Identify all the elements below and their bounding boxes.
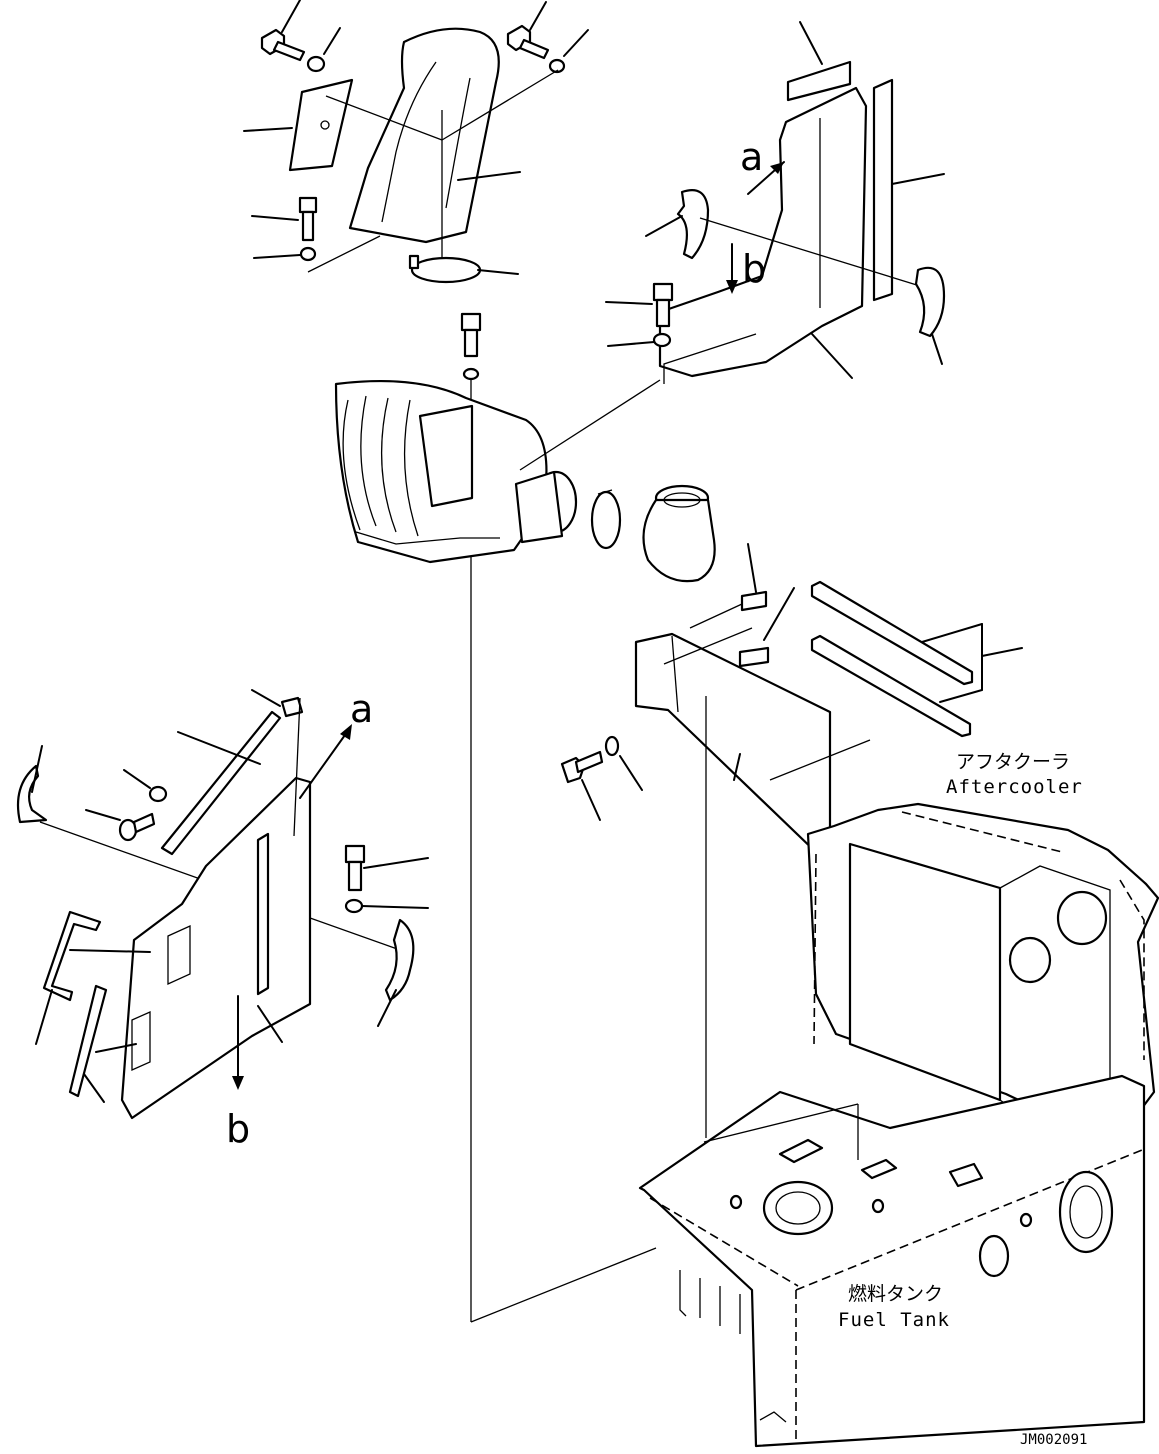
clamp-mid (590, 489, 622, 550)
arrow-a-top: a (740, 135, 785, 195)
arrow-b-top: b (726, 243, 766, 294)
seal-strip-left-diag (160, 710, 282, 856)
bolt-left-1 (251, 196, 318, 242)
aftercooler (806, 802, 1159, 1134)
bolt-left-3 (344, 844, 429, 892)
aftercooler-label-jp: アフタクーラ (956, 751, 1070, 773)
bolt-top-mid (506, 1, 550, 60)
washer-left-2 (123, 769, 168, 803)
svg-text:a: a (350, 687, 373, 731)
hook-right-top (914, 266, 946, 365)
washer-right-1 (607, 332, 672, 348)
fuel-tank-label-jp: 燃料タンク (848, 1283, 943, 1305)
cover-plate (243, 78, 354, 172)
washer-top-left (306, 27, 341, 73)
washer-left-1 (253, 235, 381, 273)
block-seal-2 (738, 587, 795, 668)
bolt-plate (560, 750, 604, 821)
shroud-bracket (658, 86, 868, 384)
drawing-id: JM002091 (1020, 1432, 1087, 1448)
hook-right-left (377, 918, 415, 1027)
bolt-left-2 (85, 809, 156, 842)
hook-left-top (645, 189, 921, 287)
seal-strip-long-2 (810, 623, 1023, 738)
u-channel-seal (35, 910, 151, 1045)
air-cleaner (334, 379, 661, 564)
side-shroud (120, 697, 312, 1120)
arrow-a-left: a (299, 687, 373, 799)
fuel-tank (638, 696, 1146, 1448)
svg-text:b: b (742, 247, 766, 291)
bolt-top-left (260, 0, 306, 62)
baffle-plate (634, 603, 871, 860)
washer-top-mid (548, 29, 589, 74)
bolt-right-1 (605, 282, 674, 328)
seal-strip-long-1 (810, 580, 974, 686)
intake-elbow (325, 27, 559, 260)
svg-text:b: b (226, 1107, 250, 1151)
seal-strip-vertical (872, 78, 945, 302)
seal-top-right (786, 21, 852, 102)
fuel-tank-label-en: Fuel Tank (838, 1309, 950, 1331)
elbow-connector (642, 484, 716, 583)
washer-left-3 (344, 898, 429, 914)
block-seal-1 (740, 543, 768, 612)
aftercooler-label-en: Aftercooler (946, 776, 1083, 798)
block-seal-left (251, 689, 304, 718)
arrow-b-left: b (226, 995, 250, 1151)
washer-plate (604, 735, 643, 791)
seal-strip-left-short (68, 984, 137, 1103)
svg-text:a: a (740, 135, 763, 179)
hose-clamp-top (408, 254, 519, 284)
